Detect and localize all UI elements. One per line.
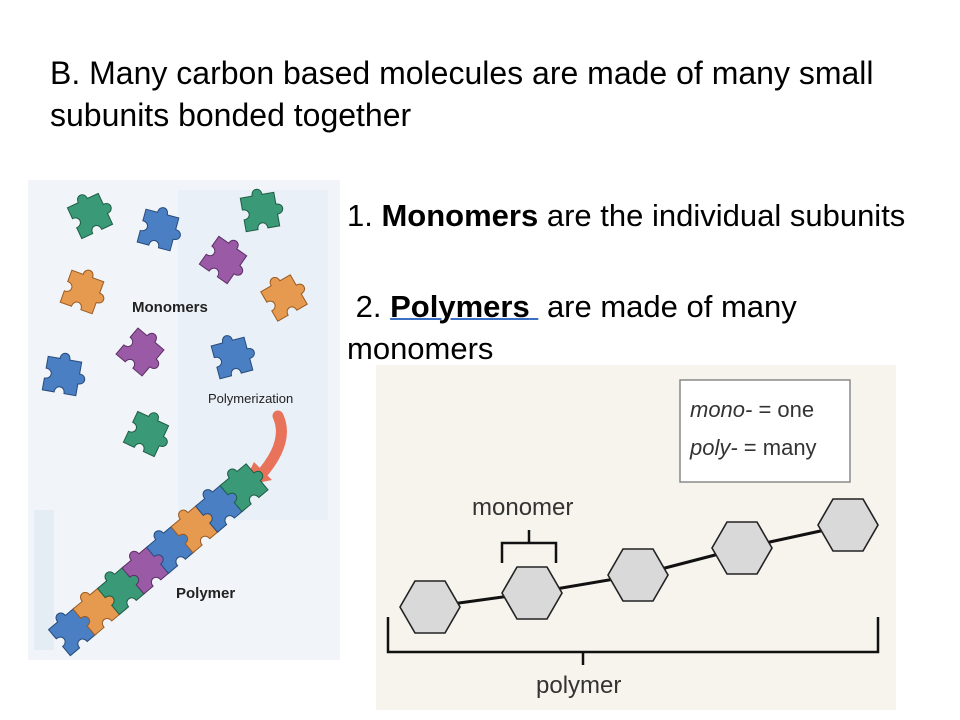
legend-mono: mono- = one <box>690 397 814 422</box>
monomer-hexagon <box>399 580 461 634</box>
faded-margin <box>34 510 54 650</box>
legend-poly: poly- = many <box>689 435 817 460</box>
polymerization-figure: Monomers Polymerization Polymer <box>28 180 340 660</box>
monomer-label: monomer <box>472 494 573 521</box>
monomer-hexagon <box>711 521 773 575</box>
monomer-bracket <box>500 530 558 563</box>
polymer-label: Polymer <box>176 585 235 602</box>
monomer-hexagon <box>817 498 879 552</box>
polymer-label-right: polymer <box>536 672 621 699</box>
monomers-label: Monomers <box>132 299 208 316</box>
legend-box <box>679 379 851 483</box>
polymerization-label: Polymerization <box>208 391 293 406</box>
point-1-number: 1. <box>347 198 373 233</box>
point-monomers: 1. Monomers are the individual subunits <box>347 195 907 237</box>
polymerization-arrow <box>254 410 287 482</box>
heading-text: Many carbon based molecules are made of … <box>50 55 874 133</box>
monomer-hexagon <box>501 566 563 620</box>
point-polymers: 2. Polymers are made of many monomers <box>347 286 907 370</box>
point-1-text: are the individual subunits <box>546 198 906 233</box>
point-2-term: Polymers <box>390 289 530 324</box>
monomer-hexagon <box>607 548 669 602</box>
point-2-text: are made of many monomers <box>347 289 797 366</box>
heading-label: B. <box>50 55 81 91</box>
slide-heading: B. Many carbon based molecules are made … <box>50 52 910 136</box>
point-2-number: 2. <box>355 289 382 324</box>
point-1-term: Monomers <box>381 198 539 233</box>
monomer-polymer-diagram: mono- = one poly- = many monomer polymer <box>376 365 896 710</box>
polymer-bracket <box>386 617 880 665</box>
